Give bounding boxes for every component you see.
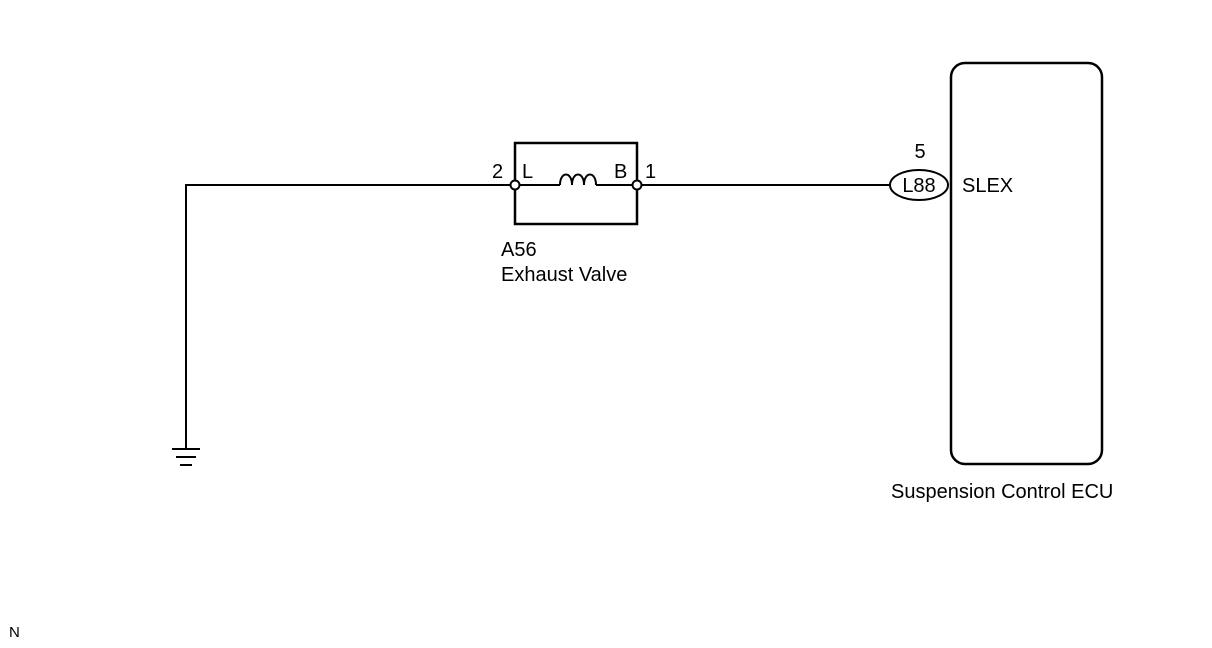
coil-icon — [559, 173, 597, 186]
ecu-terminal-label: SLEX — [962, 175, 1013, 197]
valve-pin-right-letter: B — [614, 161, 627, 183]
ecu-name-label: Suspension Control ECU — [891, 481, 1113, 503]
valve-pin-1-terminal — [631, 179, 643, 191]
valve-pin-left-number: 2 — [492, 161, 503, 183]
ecu-connector-label: L88 — [902, 175, 935, 197]
valve-name-label: Exhaust Valve — [501, 264, 627, 286]
ground-wire — [185, 184, 515, 448]
valve-pin-left-letter: L — [522, 161, 533, 183]
valve-pin-right-number: 1 — [645, 161, 656, 183]
footer-mark: N — [9, 624, 20, 641]
valve-code-label: A56 — [501, 239, 537, 261]
ecu-box — [949, 61, 1104, 466]
valve-pin-2-terminal — [509, 179, 521, 191]
ground-icon — [172, 448, 200, 466]
ecu-pin-number: 5 — [914, 141, 925, 163]
ecu-connector-oval — [889, 169, 949, 201]
exhaust-valve-box — [513, 141, 639, 226]
